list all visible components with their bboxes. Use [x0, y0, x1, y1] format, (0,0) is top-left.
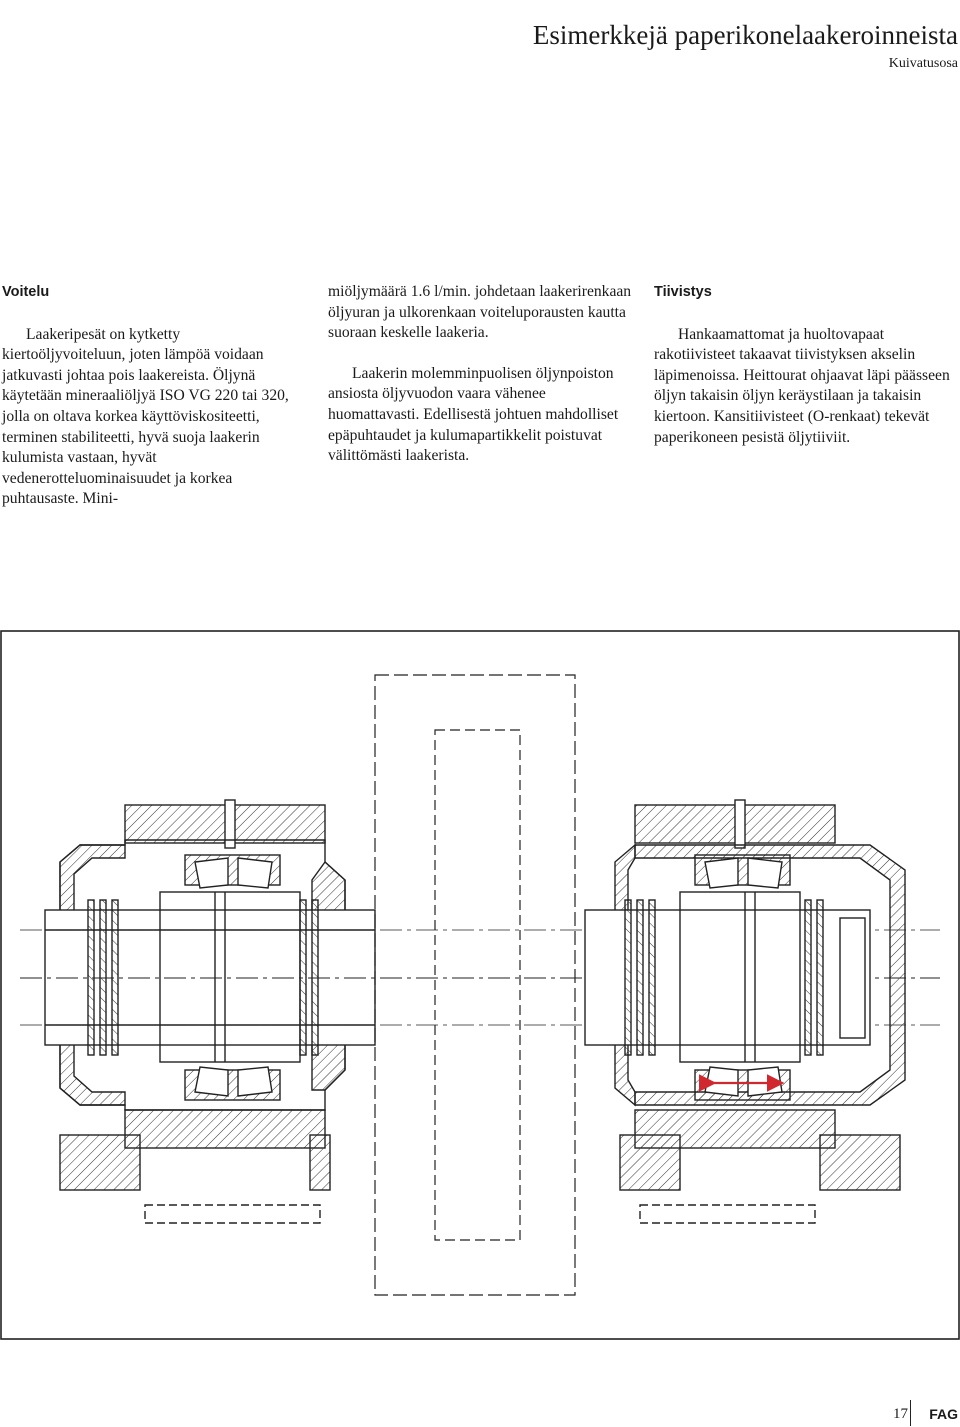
- brand-logo: FAG: [929, 1406, 958, 1422]
- column-sealing: Tiivistys Hankaamattomat ja huoltovapaat…: [654, 282, 956, 448]
- lubrication-paragraph-cont: miöljymäärä 1.6 l/min. johdetaan laakeri…: [328, 283, 632, 342]
- figure-frame: [0, 630, 960, 1340]
- right-bearing-housing: [584, 799, 906, 1224]
- column-lubrication: Voitelu Laakeripesät on kytketty kiertoö…: [2, 282, 304, 510]
- page-title: Esimerkkejä paperikonelaakeroinneista: [532, 20, 958, 50]
- lubrication-paragraph: Laakeripesät on kytketty kiertoöljyvoite…: [2, 325, 289, 508]
- oil-drain-paragraph: Laakerin molemminpuolisen öljynpoiston a…: [328, 364, 619, 465]
- sealing-paragraph: Hankaamattomat ja huoltovapaat rakotiivi…: [654, 325, 950, 446]
- bearing-cross-section-drawing: [0, 630, 960, 1340]
- section-heading-sealing: Tiivistys: [654, 284, 712, 300]
- section-heading-lubrication: Voitelu: [2, 284, 50, 300]
- page-number: 17: [893, 1406, 908, 1422]
- bearing-drawing-figure: [0, 630, 960, 1340]
- page-subtitle: Kuivatusosa: [888, 56, 958, 71]
- left-bearing-housing: [44, 799, 376, 1224]
- column-lubrication-cont: miöljymäärä 1.6 l/min. johdetaan laakeri…: [328, 282, 634, 467]
- page-footer: 17 FAG: [0, 1400, 960, 1427]
- footer-divider: [910, 1400, 911, 1426]
